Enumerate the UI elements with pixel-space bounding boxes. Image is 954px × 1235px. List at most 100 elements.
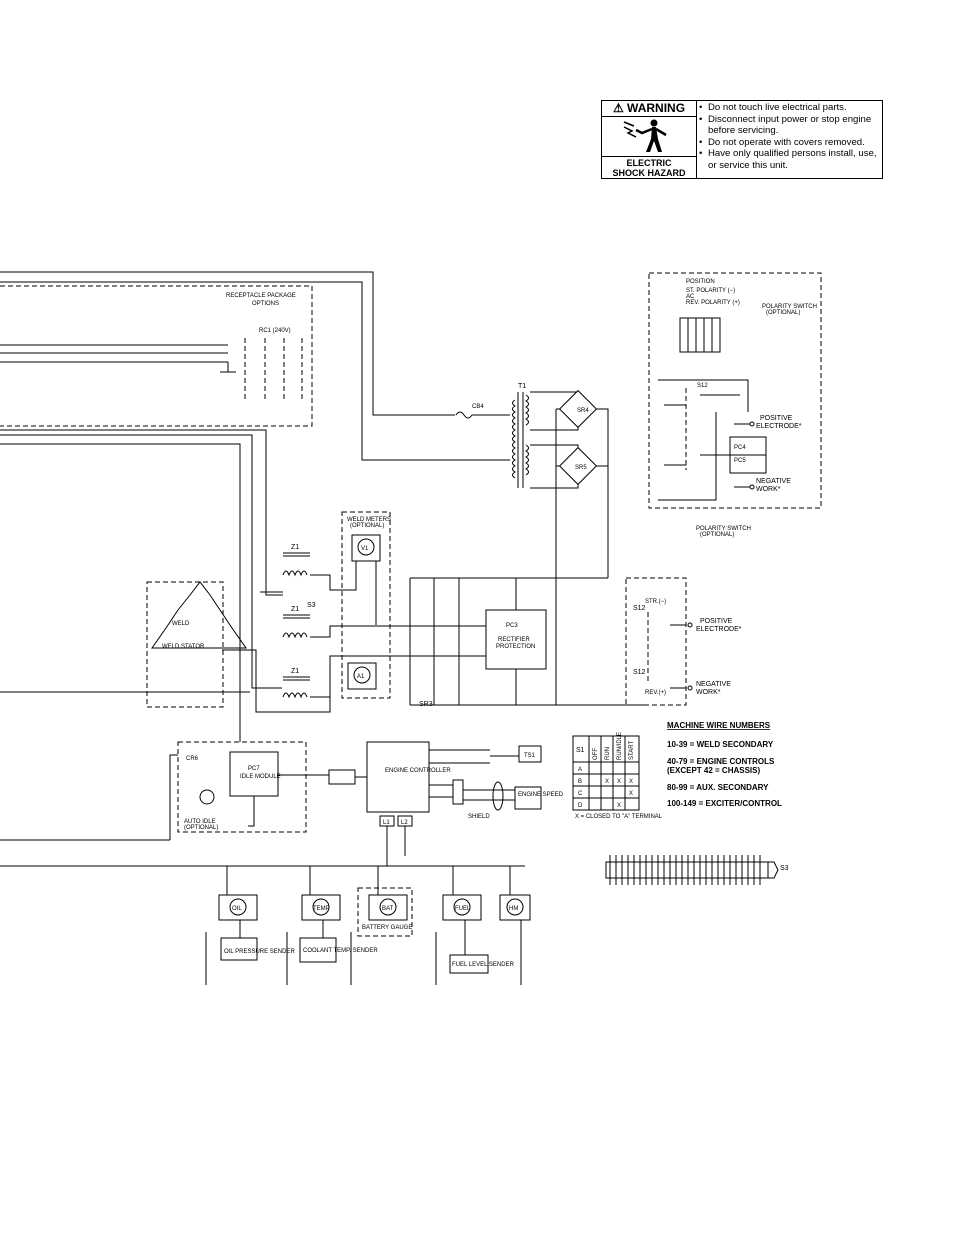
pc4-label: PC4: [734, 445, 746, 451]
fuel-gauge-label: FUEL: [455, 906, 471, 912]
weld-stator-label: WELD STATOR: [162, 644, 205, 650]
v1-label: V1: [361, 546, 369, 552]
hazard-line-2: SHOCK HAZARD: [612, 168, 686, 178]
s1-col-start: START: [629, 741, 635, 760]
warning-symbol-panel: ⚠ WARNING ELECTRIC SHOCK HAZARD: [602, 101, 697, 178]
weld-meters-title: WELD METERS: [347, 517, 391, 523]
t1-label: T1: [518, 383, 526, 390]
polarity-switch-option-box: POSITION ST. POLARITY (−) AC REV. POLARI…: [648, 272, 822, 509]
engine-label: ENGINE SPEED: [518, 792, 564, 798]
negative-label-top: NEGATIVE: [756, 478, 791, 485]
protection-label: PROTECTION: [496, 644, 535, 650]
s3-label: S3: [307, 602, 316, 609]
rev-polarity-label: REV. POLARITY (+): [686, 300, 740, 306]
str-label: STR.(−): [645, 599, 666, 605]
wire-numbers-title: MACHINE WIRE NUMBERS: [667, 721, 771, 730]
pc7-label: PC7: [248, 766, 260, 772]
pc3-label: PC3: [506, 623, 518, 629]
warning-heading: ⚠ WARNING: [602, 101, 696, 117]
oil-sender-label: OIL PRESSURE SENDER: [224, 949, 295, 955]
s1-row-label: D: [578, 803, 583, 809]
engine-controller: ENGINE CONTROLLER TS1 ENGINE SPEED SHIEL…: [328, 741, 564, 866]
rectifier-sr3: SR3 PC3 RECTIFIER PROTECTION: [390, 577, 646, 708]
s1-cell-mark: X: [605, 779, 609, 785]
z1-label-3: Z1: [291, 668, 299, 675]
transformer-t1: T1 CB4 SR4 SR5: [455, 383, 609, 705]
wire-numbers-item: 100-149 = EXCITER/CONTROL: [667, 799, 782, 808]
cb4-label: CB4: [472, 404, 484, 410]
ts1-label: TS1: [524, 753, 536, 759]
idle-module-label: IDLE MODULE: [240, 774, 281, 780]
warning-item: Have only qualified persons install, use…: [699, 148, 881, 171]
s1-col-run-idle: RUN/IDLE: [617, 732, 623, 760]
receptacle-title: RECEPTACLE PACKAGE: [226, 293, 296, 299]
wire-numbers-item: 10-39 = WELD SECONDARY: [667, 740, 774, 749]
polarity-switch-optional-2: (OPTIONAL): [700, 532, 734, 538]
s1-cell-mark: X: [617, 803, 621, 809]
gauge-row: OIL OIL PRESSURE SENDER TEMP COOLANT TEM…: [205, 866, 531, 985]
sr4-label: SR4: [577, 408, 589, 414]
engine-controller-label: ENGINE CONTROLLER: [385, 768, 451, 774]
work-label-main: WORK*: [696, 689, 721, 696]
z1-label-2: Z1: [291, 606, 299, 613]
l2-label: L2: [401, 820, 408, 826]
weld-stator: WELD WELD STATOR: [146, 581, 247, 708]
sr3-label: SR3: [419, 701, 433, 708]
idle-module: PC7 IDLE MODULE CR6 AUTO IDLE (OPTIONAL): [177, 741, 330, 833]
rev-label: REV.(+): [645, 690, 666, 696]
receptacle-options: OPTIONS: [252, 301, 279, 307]
work-label-top: WORK*: [756, 486, 781, 493]
st-polarity-label: ST. POLARITY (−): [686, 288, 735, 294]
s12-label-lower: S12: [633, 669, 646, 676]
electrode-label-top: ELECTRODE*: [756, 423, 802, 430]
hazard-line-1: ELECTRIC: [626, 158, 672, 168]
polarity-switch-main: POLARITY SWITCH (OPTIONAL) S12 STR.(−) S…: [625, 526, 751, 706]
l1-label: L1: [383, 820, 390, 826]
hm-gauge-label: HM: [509, 906, 518, 912]
coolant-sender-label: COOLANT TEMP. SENDER: [303, 948, 378, 954]
z1-label-1: Z1: [291, 544, 299, 551]
bat-gauge-label: BAT: [382, 906, 394, 912]
polarity-switch-optional: (OPTIONAL): [766, 310, 800, 316]
weld-meters-optional: (OPTIONAL): [350, 523, 384, 529]
s3-range-label: S3: [780, 865, 789, 872]
wire-numbers-item: 80-99 = AUX. SECONDARY: [667, 783, 769, 792]
main-bus-wires: [0, 271, 525, 867]
wire-numbers-item: 40-79 = ENGINE CONTROLS: [667, 757, 775, 766]
weld-label: WELD: [172, 621, 190, 627]
pc5-label: PC5: [734, 458, 746, 464]
ac-label: AC: [686, 294, 695, 300]
range-switch-s3: S3: [605, 855, 789, 885]
warning-item: Do not operate with covers removed.: [699, 137, 881, 149]
positive-label-main: POSITIVE: [700, 618, 733, 625]
electrode-label-main: ELECTRODE*: [696, 626, 742, 633]
s1-cell-mark: X: [617, 779, 621, 785]
sr5-label: SR5: [575, 465, 587, 471]
wire-numbers-item: (EXCEPT 42 = CHASSIS): [667, 766, 760, 775]
s1-row-label: B: [578, 779, 582, 785]
s1-row-label: A: [578, 767, 582, 773]
position-label: POSITION: [686, 279, 715, 285]
reactor-coils: Z1 Z1 S3 Z1: [222, 544, 400, 713]
s1-note: X = CLOSED TO "A" TERMINAL: [575, 814, 663, 820]
s12-label-upper: S12: [633, 605, 646, 612]
oil-gauge-label: OIL: [232, 906, 242, 912]
shield-label: SHIELD: [468, 814, 490, 820]
s1-cell-mark: X: [629, 791, 633, 797]
a1-label: A1: [357, 674, 365, 680]
warning-item: Do not touch live electrical parts.: [699, 102, 881, 114]
fuel-sender-label: FUEL LEVEL SENDER: [452, 962, 515, 968]
s1-col-run: RUN: [605, 747, 611, 760]
negative-label-main: NEGATIVE: [696, 681, 731, 688]
electric-shock-icon: [623, 119, 667, 152]
receptacle-package: RECEPTACLE PACKAGE OPTIONS RC1 (240V): [0, 285, 313, 427]
s12-label-top: S12: [697, 383, 708, 389]
s1-col-off: OFF: [593, 748, 599, 760]
auto-idle-label: AUTO IDLE: [184, 819, 216, 825]
hazard-caption: ELECTRIC SHOCK HAZARD: [602, 156, 696, 178]
polarity-switch-title: POLARITY SWITCH: [762, 304, 817, 310]
cr6-label: CR6: [186, 756, 199, 762]
machine-wire-numbers: MACHINE WIRE NUMBERS 10-39 = WELD SECOND…: [667, 721, 782, 808]
